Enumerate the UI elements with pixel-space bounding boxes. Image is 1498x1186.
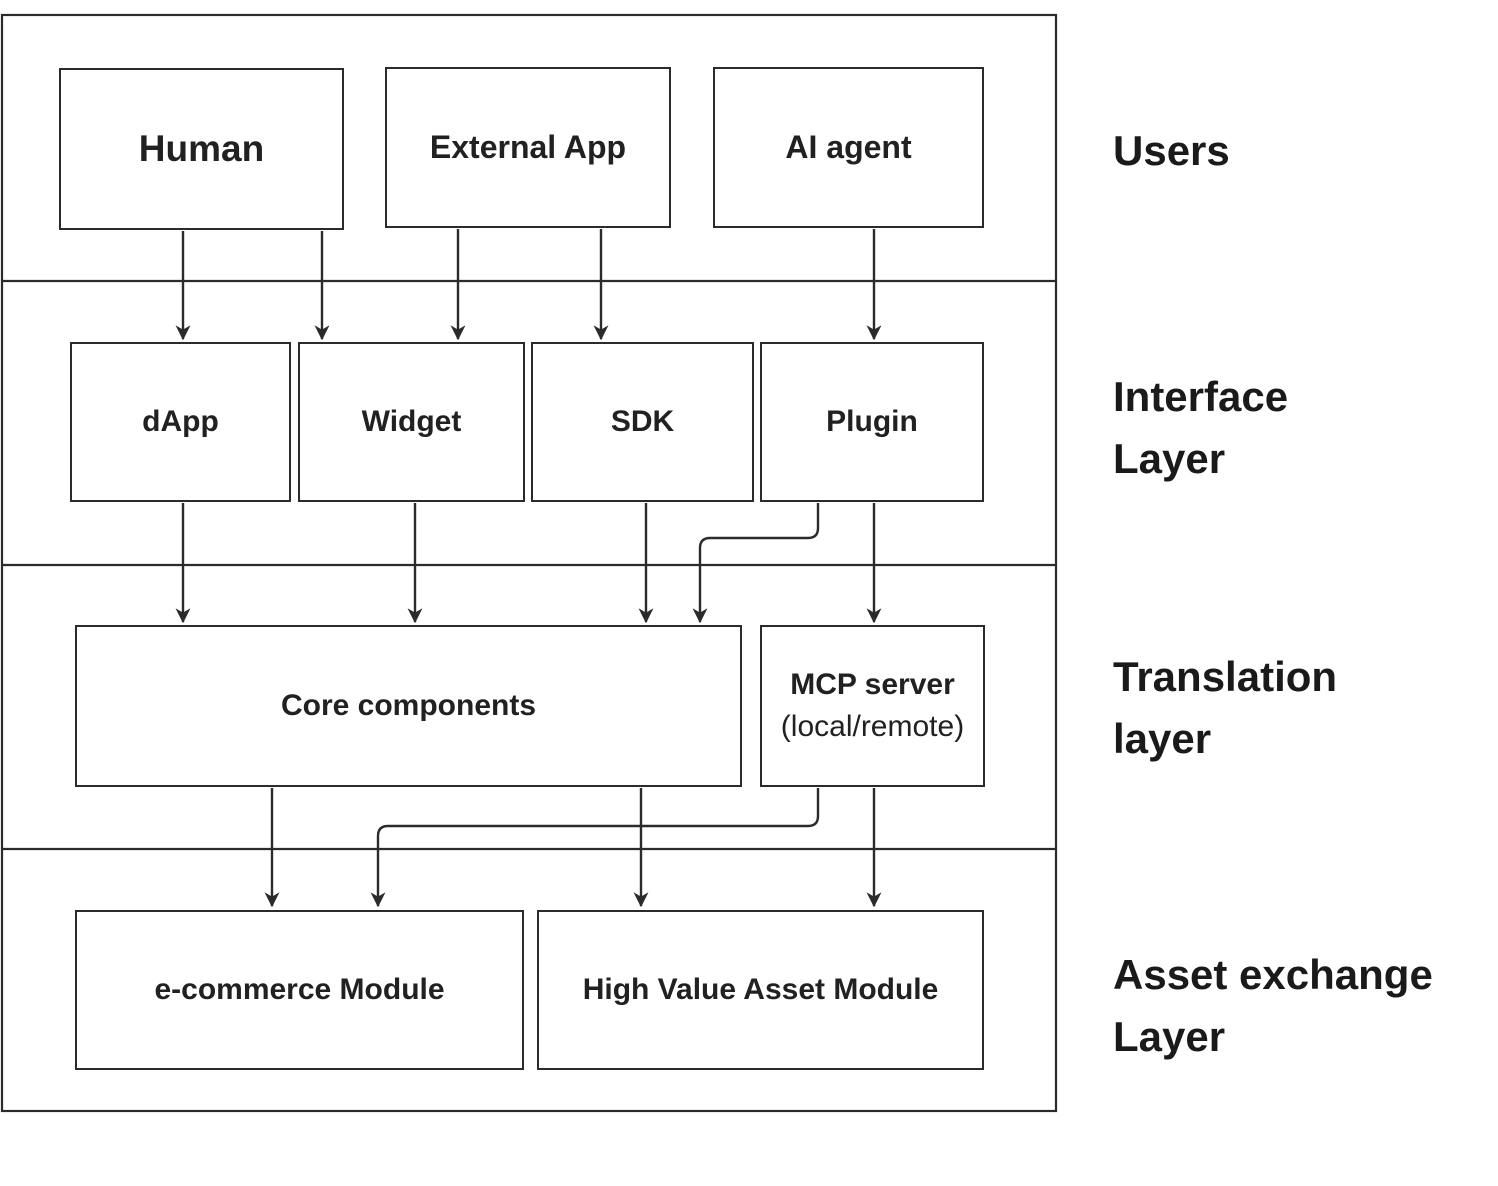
- layer-label-interface-line2: Layer: [1113, 435, 1226, 482]
- layer-label-interface-line1: Interface: [1113, 373, 1289, 420]
- layer-label-translation-line2: layer: [1113, 715, 1212, 762]
- node-mcp-server-label: MCP server: [790, 668, 955, 701]
- node-plugin: Plugin: [760, 342, 984, 502]
- layer-label-translation: Translation layer: [1113, 646, 1498, 770]
- node-dapp: dApp: [70, 342, 291, 502]
- node-ecommerce-module: e-commerce Module: [75, 910, 524, 1070]
- layer-label-asset-exchange-line1: Asset exchange: [1113, 951, 1433, 998]
- node-plugin-label: Plugin: [826, 405, 918, 438]
- layer-label-translation-line1: Translation: [1113, 653, 1338, 700]
- node-widget-label: Widget: [361, 405, 462, 438]
- layer-label-interface: Interface Layer: [1113, 366, 1498, 490]
- edge-mcp-server-to-ecommerce: [370, 788, 820, 908]
- node-ai-agent: AI agent: [713, 67, 984, 228]
- node-high-value-asset-module: High Value Asset Module: [537, 910, 984, 1070]
- node-sdk-label: SDK: [610, 405, 675, 438]
- node-ecommerce-module-label: e-commerce Module: [154, 973, 445, 1006]
- node-widget: Widget: [298, 342, 525, 502]
- node-core-components: Core components: [75, 625, 742, 787]
- node-human-label: Human: [138, 128, 265, 169]
- node-dapp-label: dApp: [142, 405, 219, 438]
- node-human: Human: [59, 68, 344, 230]
- node-external-app-label: External App: [429, 129, 627, 165]
- layer-label-users: Users: [1113, 120, 1498, 182]
- layer-label-asset-exchange-line2: Layer: [1113, 1013, 1226, 1060]
- node-core-components-label: Core components: [280, 689, 537, 722]
- edge-plugin-to-core: [692, 503, 820, 624]
- node-ai-agent-label: AI agent: [785, 129, 912, 165]
- layer-label-asset-exchange: Asset exchange Layer: [1113, 944, 1498, 1068]
- node-mcp-server-sublabel: (local/remote): [780, 710, 965, 743]
- node-high-value-asset-module-label: High Value Asset Module: [582, 973, 939, 1006]
- layer-label-users-line1: Users: [1113, 127, 1230, 174]
- node-sdk: SDK: [531, 342, 754, 502]
- node-external-app: External App: [385, 67, 671, 228]
- node-mcp-server: MCP server (local/remote): [760, 625, 985, 787]
